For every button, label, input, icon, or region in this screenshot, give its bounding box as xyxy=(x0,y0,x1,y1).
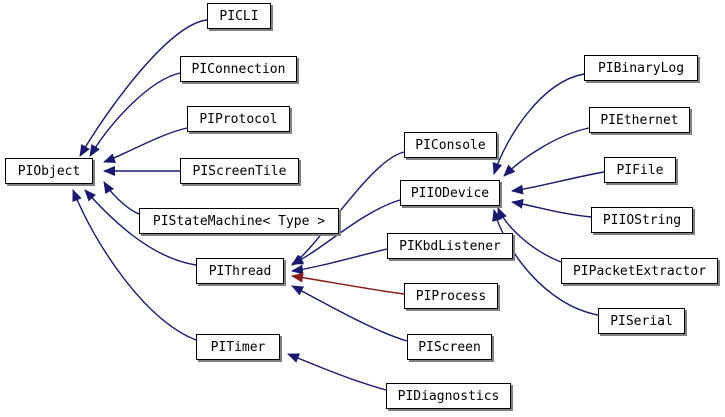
edge-picli-to-piobject xyxy=(79,19,208,157)
class-node-label: PIPacketExtractor xyxy=(572,263,707,279)
edge-piscreen-to-pithread xyxy=(291,285,408,342)
class-node-piiodevice[interactable]: PIIODevice xyxy=(400,180,500,206)
class-node-label: PIDiagnostics xyxy=(397,388,500,404)
class-node-piscreen[interactable]: PIScreen xyxy=(407,334,492,360)
class-node-piconnection[interactable]: PIConnection xyxy=(180,56,297,82)
class-node-label: PIScreenTile xyxy=(192,163,287,179)
edge-piiodevice-to-pithread xyxy=(291,199,401,265)
class-node-label: PIEthernet xyxy=(600,112,679,128)
class-node-piprocess[interactable]: PIProcess xyxy=(404,283,498,309)
edge-pidiagnostics-to-pitimer xyxy=(287,353,387,391)
class-node-pikbdlistener[interactable]: PIKbdListener xyxy=(387,233,513,259)
class-node-label: PIFile xyxy=(616,162,664,178)
class-node-label: PIStateMachine< Type > xyxy=(152,213,326,229)
class-node-pithread[interactable]: PIThread xyxy=(196,258,284,284)
edge-pithread-to-piobject xyxy=(84,189,197,266)
class-node-pifile[interactable]: PIFile xyxy=(604,157,676,183)
class-node-piiostring[interactable]: PIIOString xyxy=(591,207,693,233)
edge-pibinarylog-to-piiodevice xyxy=(492,73,585,175)
edge-piconnection-to-piobject xyxy=(89,72,181,157)
class-node-piscreentile[interactable]: PIScreenTile xyxy=(180,158,299,184)
class-node-picli[interactable]: PICLI xyxy=(207,3,271,29)
edge-piethernet-to-piiodevice xyxy=(503,127,590,177)
class-node-label: PIBinaryLog xyxy=(597,60,685,76)
edge-pikbdlistener-to-pithread xyxy=(291,248,388,275)
class-node-label: PIProtocol xyxy=(199,111,278,127)
class-node-label: PIObject xyxy=(17,163,81,179)
class-node-piconsole[interactable]: PIConsole xyxy=(404,132,497,158)
class-node-piprotocol[interactable]: PIProtocol xyxy=(187,106,290,132)
class-node-label: PIProcess xyxy=(415,288,487,304)
edge-piserial-to-piiodevice xyxy=(492,209,599,316)
class-node-piethernet[interactable]: PIEthernet xyxy=(589,107,690,133)
class-node-label: PIKbdListener xyxy=(399,238,501,254)
edge-piprocess-to-pithread xyxy=(291,272,405,295)
class-node-label: PIThread xyxy=(208,263,272,279)
class-node-piobject[interactable]: PIObject xyxy=(5,158,93,184)
class-node-pibinarylog[interactable]: PIBinaryLog xyxy=(584,55,698,81)
class-node-label: PICLI xyxy=(219,8,259,24)
edge-pistatemachine-to-piobject xyxy=(103,181,140,215)
class-node-pidiagnostics[interactable]: PIDiagnostics xyxy=(386,383,511,409)
class-node-label: PIIOString xyxy=(602,212,682,228)
edge-pitimer-to-piobject xyxy=(72,189,197,341)
class-node-label: PIIODevice xyxy=(410,185,490,201)
class-node-label: PITimer xyxy=(210,339,266,355)
class-node-piserial[interactable]: PISerial xyxy=(598,308,685,334)
class-node-pitimer[interactable]: PITimer xyxy=(196,334,280,360)
class-node-label: PIConnection xyxy=(191,61,286,77)
edge-piprotocol-to-piobject xyxy=(103,127,188,163)
class-node-pistatemachine[interactable]: PIStateMachine< Type > xyxy=(139,208,339,234)
class-node-label: PIConsole xyxy=(415,137,486,153)
edge-pifile-to-piiodevice xyxy=(511,171,605,195)
edge-piiostring-to-piiodevice xyxy=(511,198,592,218)
class-node-pipacketextractor[interactable]: PIPacketExtractor xyxy=(561,258,718,284)
class-node-label: PISerial xyxy=(610,313,673,329)
class-node-label: PIScreen xyxy=(418,339,481,355)
